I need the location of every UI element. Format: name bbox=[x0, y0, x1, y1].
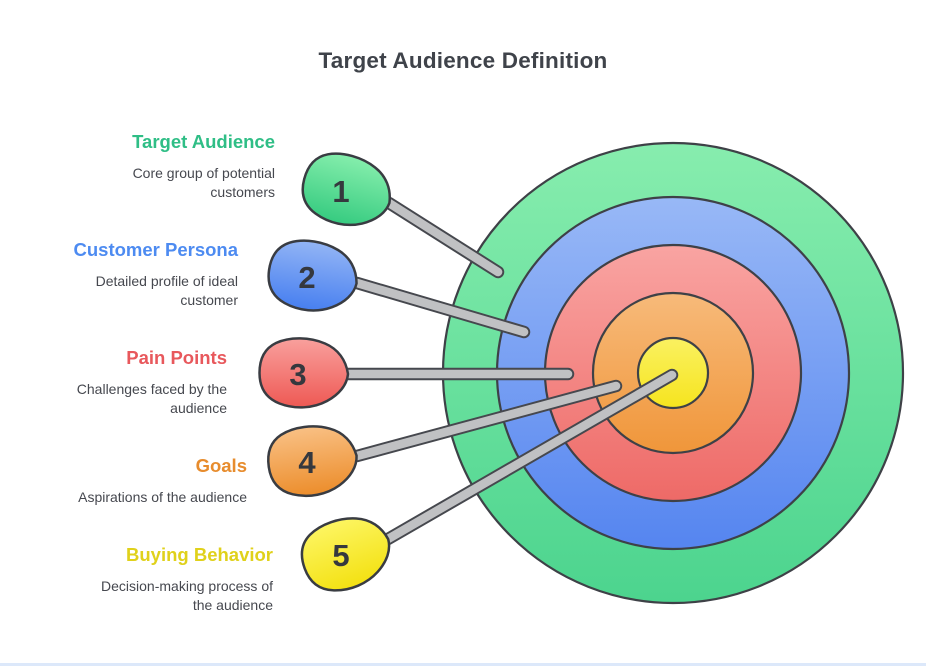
label-block-buying-behavior: Buying Behavior Decision-making process … bbox=[101, 544, 273, 615]
desc-line: Core group of potential bbox=[132, 165, 275, 181]
dart-stick-1 bbox=[382, 196, 505, 279]
label-desc-buying-behavior: Decision-making process of the audience bbox=[101, 577, 273, 615]
desc-line: Decision-making process of bbox=[101, 578, 273, 594]
label-title-customer-persona: Customer Persona bbox=[73, 239, 239, 260]
dart-number-5: 5 bbox=[332, 538, 349, 573]
label-desc-goals: Aspirations of the audience bbox=[78, 488, 247, 507]
label-desc-customer-persona: Detailed profile of ideal customer bbox=[74, 272, 238, 310]
dart-pin-head-4 bbox=[267, 425, 358, 498]
desc-line: the audience bbox=[192, 597, 273, 613]
desc-line: customers bbox=[210, 184, 275, 200]
desc-line: audience bbox=[170, 400, 227, 416]
label-title-pain-points: Pain Points bbox=[126, 347, 227, 368]
label-title-target-audience: Target Audience bbox=[132, 131, 275, 152]
label-block-goals: Goals Aspirations of the audience bbox=[78, 455, 247, 507]
dart-stick-5 bbox=[381, 368, 679, 546]
dart-pin-heads bbox=[258, 152, 392, 592]
dart-pin-head-1 bbox=[301, 152, 392, 227]
label-title-goals: Goals bbox=[195, 455, 247, 476]
label-block-pain-points: Pain Points Challenges faced by the audi… bbox=[77, 347, 227, 418]
dart-number-1: 1 bbox=[332, 174, 349, 209]
bottom-accent-line bbox=[0, 663, 926, 666]
desc-line: customer bbox=[180, 292, 238, 308]
dart-stick-4 bbox=[350, 379, 623, 463]
dart-number-2: 2 bbox=[298, 260, 315, 295]
label-desc-target-audience: Core group of potential customers bbox=[132, 164, 275, 202]
desc-line: Detailed profile of ideal bbox=[95, 273, 238, 289]
label-block-customer-persona: Customer Persona Detailed profile of ide… bbox=[74, 239, 239, 310]
dart-stick-2 bbox=[350, 276, 531, 339]
page-title: Target Audience Definition bbox=[318, 48, 608, 73]
dart-pin-head-5 bbox=[300, 517, 391, 592]
dart-number-4: 4 bbox=[298, 445, 316, 480]
desc-line: Challenges faced by the bbox=[76, 381, 227, 397]
label-desc-pain-points: Challenges faced by the audience bbox=[77, 380, 227, 418]
desc-line: Aspirations of the audience bbox=[78, 489, 247, 505]
label-title-buying-behavior: Buying Behavior bbox=[126, 544, 273, 565]
dart-number-3: 3 bbox=[289, 357, 306, 392]
dart-pin-sticks bbox=[341, 196, 679, 546]
label-block-target-audience: Target Audience Core group of potential … bbox=[132, 131, 275, 202]
dart-pin-head-2 bbox=[267, 239, 358, 312]
dart-numbers: 1 2 3 4 5 bbox=[289, 174, 349, 573]
dart-pin-head-3 bbox=[258, 337, 350, 409]
